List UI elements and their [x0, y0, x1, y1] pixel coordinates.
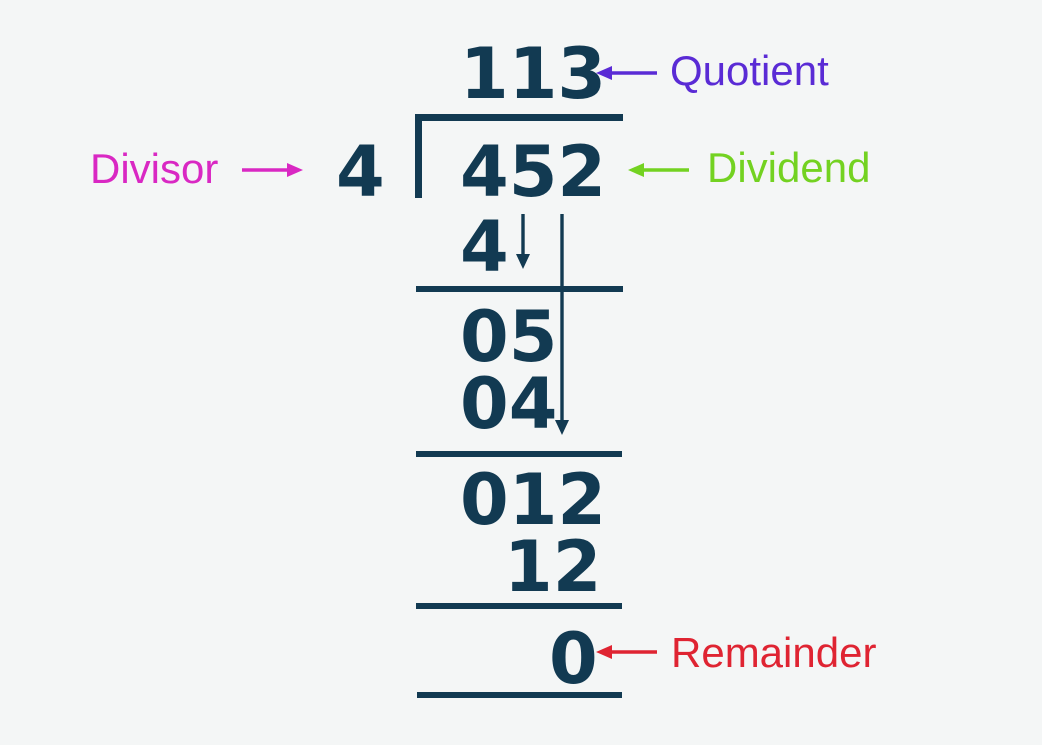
work-subtract-3: 12 — [504, 526, 602, 608]
dividend-label: Dividend — [707, 144, 871, 191]
subtraction-line-3 — [416, 603, 622, 609]
quotient-arrow-icon — [595, 64, 659, 82]
remainder-arrow-icon — [595, 643, 659, 661]
dividend-arrow-icon — [627, 161, 691, 179]
bring-down-arrow-long-icon — [553, 214, 571, 436]
work-bring-down-1: 05 — [460, 296, 558, 378]
division-bracket-top — [415, 114, 623, 121]
work-bring-down-2: 012 — [460, 459, 607, 541]
divisor-label: Divisor — [90, 145, 219, 192]
subtraction-line-2 — [416, 451, 622, 457]
bottom-line — [417, 692, 622, 698]
divisor-value: 4 — [336, 131, 385, 213]
remainder-label: Remainder — [671, 629, 877, 676]
work-subtract-1: 4 — [460, 206, 509, 288]
work-subtract-2: 04 — [460, 363, 558, 445]
subtraction-line-1 — [416, 286, 623, 292]
dividend-value: 452 — [460, 131, 607, 213]
quotient-value: 113 — [460, 33, 607, 115]
quotient-label: Quotient — [670, 47, 829, 94]
divisor-arrow-icon — [240, 161, 304, 179]
bring-down-arrow-short-icon — [514, 214, 532, 270]
division-bracket-side — [415, 114, 422, 198]
remainder-value: 0 — [549, 618, 598, 700]
